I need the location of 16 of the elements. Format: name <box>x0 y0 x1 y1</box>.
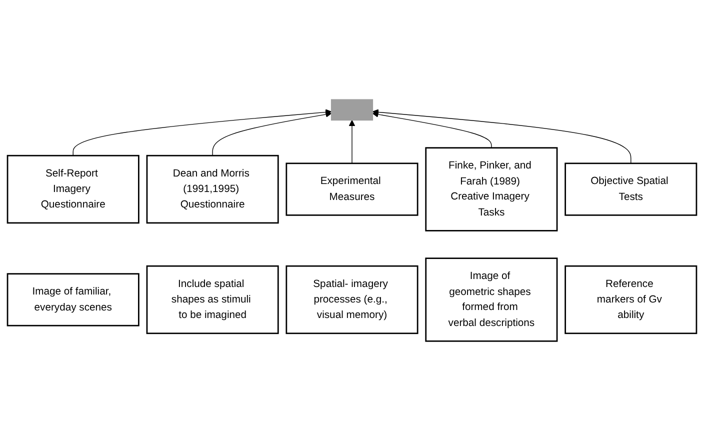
node-box: Image of geometric shapes formed from verbal descriptions <box>425 257 558 342</box>
node-box: Spatial- imagery processes (e.g., visual memory) <box>286 265 418 334</box>
node-box: Self-Report Imagery Questionnaire <box>6 154 140 224</box>
node-box: Finke, Pinker, and Farah (1989) Creative Imagery Tasks <box>425 146 558 232</box>
node-bar <box>330 98 374 120</box>
arrow <box>72 108 332 156</box>
arrow <box>372 108 632 164</box>
node-box: Reference markers of Gv ability <box>564 265 698 334</box>
node-box: Dean and Morris (1991,1995) Questionnaire <box>146 154 279 224</box>
node-box: Experimental Measures <box>286 162 418 216</box>
arrow <box>348 120 356 164</box>
arrow <box>372 111 492 148</box>
node-box: Image of familiar, everyday scenes <box>6 272 140 326</box>
node-box: Include spatial shapes as stimuli to be imagined <box>146 265 279 334</box>
arrow <box>212 111 332 156</box>
node-box: Objective Spatial Tests <box>564 162 698 216</box>
